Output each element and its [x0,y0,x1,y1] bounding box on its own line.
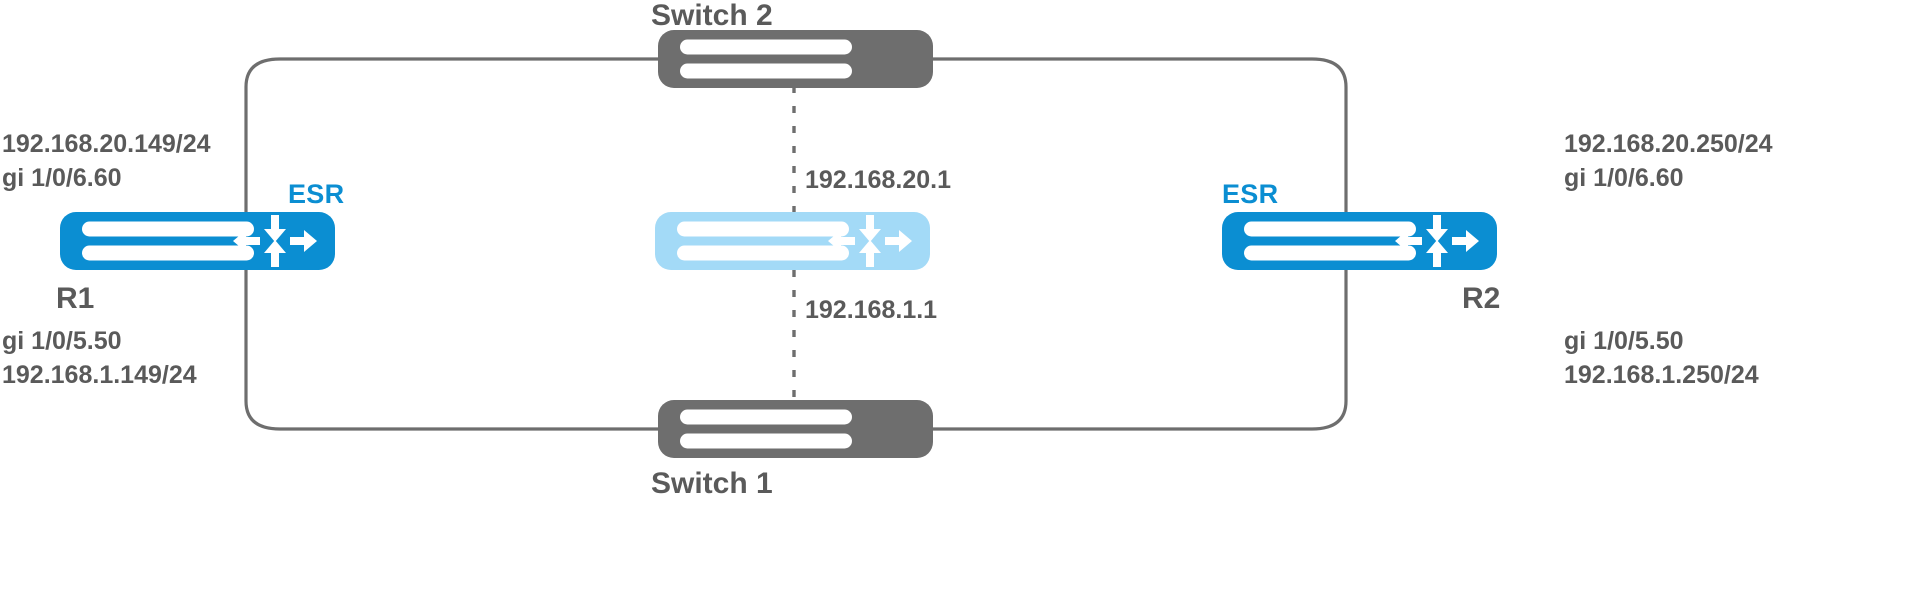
r1-esr-badge: ESR [288,179,345,209]
link-switch2-r2 [933,57,1348,212]
vrrp-top-ip-label: 192.168.20.1 [805,166,951,194]
four-way-arrows-icon [1395,215,1479,267]
link-switch1-r2 [933,270,1348,431]
router-slot [1244,221,1416,237]
switch-slot [680,409,852,425]
four-way-arrows-icon [828,215,912,267]
router-slot [82,245,254,261]
router-slots [1244,221,1416,261]
router-slot [82,221,254,237]
link-r1-switch1 [244,270,658,431]
r1-bottom-interface-label: gi 1/0/5.50 192.168.1.149/24 [2,327,197,389]
router-slot [677,245,849,261]
switch-icon-switch1[interactable] [658,400,933,458]
four-way-arrows-icon [233,215,317,267]
router-slots [677,221,849,261]
switch-slots [680,409,852,449]
router-slot [677,221,849,237]
r2-esr-badge: ESR [1222,179,1279,209]
r2-name-label: R2 [1462,282,1501,315]
r1-name-label: R1 [56,282,95,315]
r2-top-interface-label: 192.168.20.250/24 gi 1/0/6.60 [1564,130,1773,192]
vrrp-bottom-ip-label: 192.168.1.1 [805,296,938,324]
router-icon-vrrp-virtual[interactable] [655,212,930,270]
r2-bottom-interface-label: gi 1/0/5.50 192.168.1.250/24 [1564,327,1759,389]
switch-slot [680,433,852,449]
switch-slots [680,39,852,79]
router-slot [1244,245,1416,261]
router-icon-r2[interactable] [1222,212,1497,270]
switch-slot [680,63,852,79]
link-r1-switch2 [244,57,658,212]
switch1-label: Switch 1 [651,467,773,500]
switch-slot [680,39,852,55]
router-icon-r1[interactable] [60,212,335,270]
switch-icon-switch2[interactable] [658,30,933,88]
router-slots [82,221,254,261]
switch2-label: Switch 2 [651,0,773,32]
r1-top-interface-label: 192.168.20.149/24 gi 1/0/6.60 [2,130,211,192]
